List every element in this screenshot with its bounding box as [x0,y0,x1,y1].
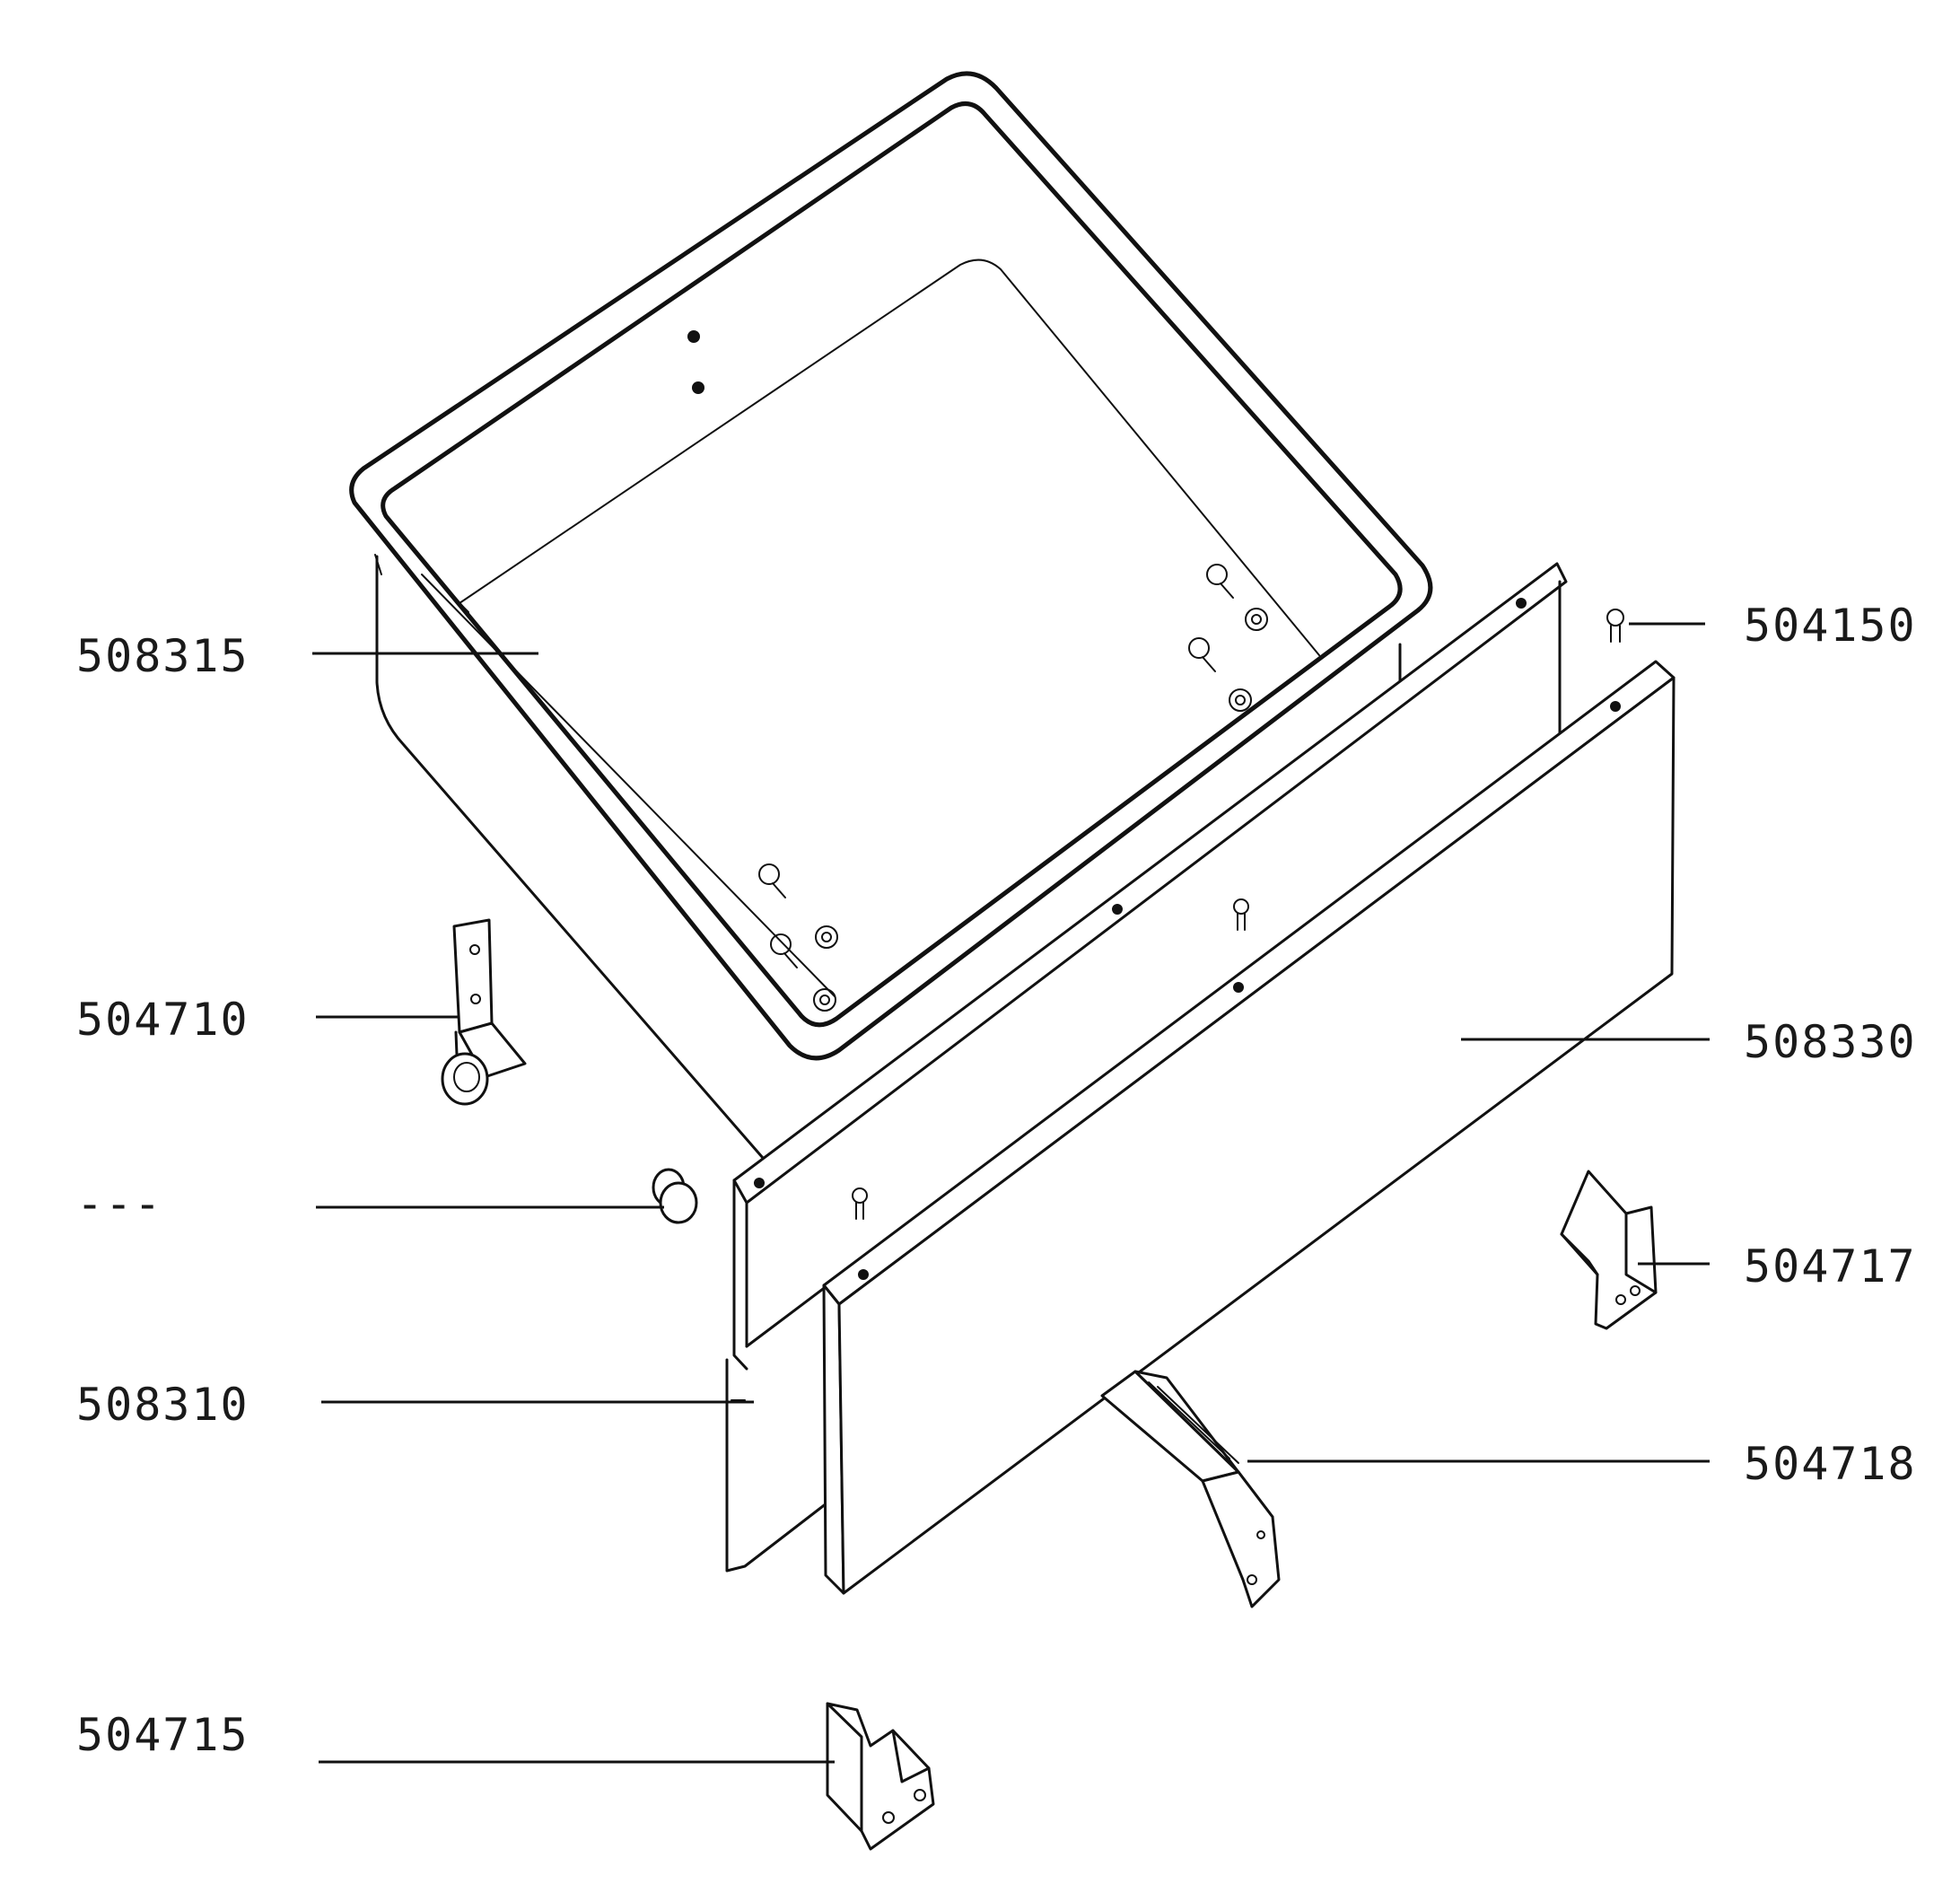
label-inner-panel: 508310 [76,1379,249,1431]
label-rivet: 504150 [1744,600,1917,652]
leader-lines [312,622,1710,1764]
bracket-right-drawing [1560,1170,1658,1330]
label-support-bracket: 504718 [1744,1438,1917,1490]
front-panel-drawing [822,660,1676,1595]
bracket-bottom-drawing [826,1702,935,1851]
bracket-left-drawing [441,918,527,1106]
label-bracket-right: 504717 [1744,1240,1917,1293]
label-knob: --- [76,1178,162,1230]
label-front-panel: 508330 [1744,1016,1917,1068]
support-bracket-drawing [1100,1370,1281,1608]
label-bracket-bottom: 504715 [76,1709,249,1761]
label-bracket-left: 504710 [76,994,249,1046]
rivet-drawing [1606,609,1624,643]
label-tub: 508315 [76,630,249,682]
tub-drawing [349,71,1433,1160]
knob-drawing [652,1168,698,1224]
